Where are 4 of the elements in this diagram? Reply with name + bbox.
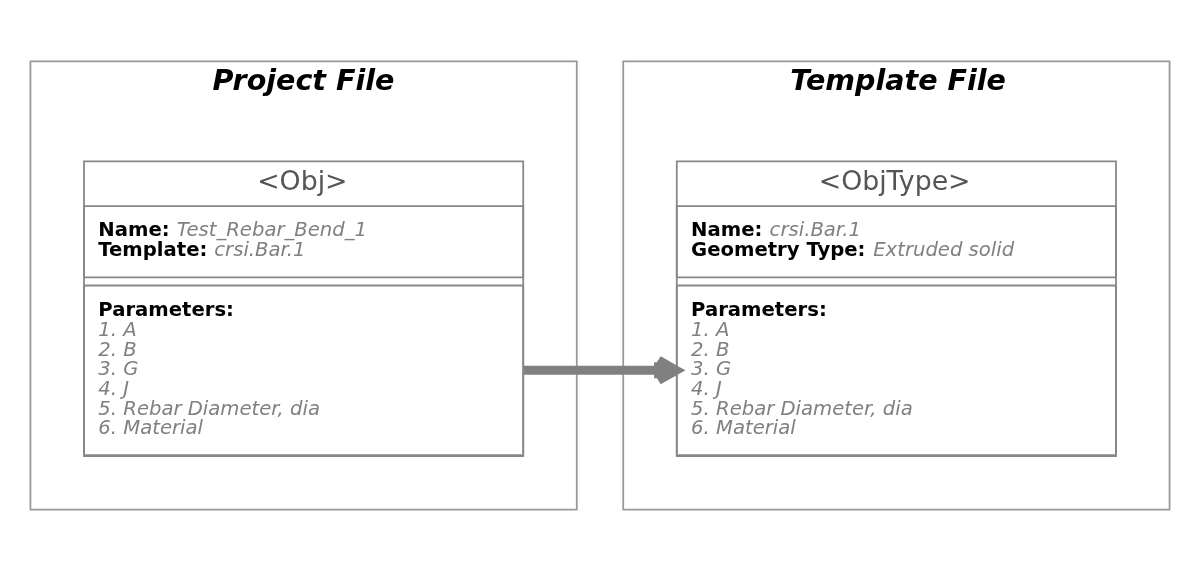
node-box: Parameters: 1. A 2. B 3. G 4. J 5. Rebar Diameter, dia 6. Material [83,284,525,456]
node-box: Name: crsi.Bar.1 Geometry Type: Extruded solid [675,205,1117,279]
node-box: Parameters: 1. A 2. B 3. G 4. J 5. Rebar Diameter, dia 6. Material [675,284,1117,456]
node-box: Name: Test_Rebar_Bend_1 Template: crsi.Bar.1 [83,205,525,279]
